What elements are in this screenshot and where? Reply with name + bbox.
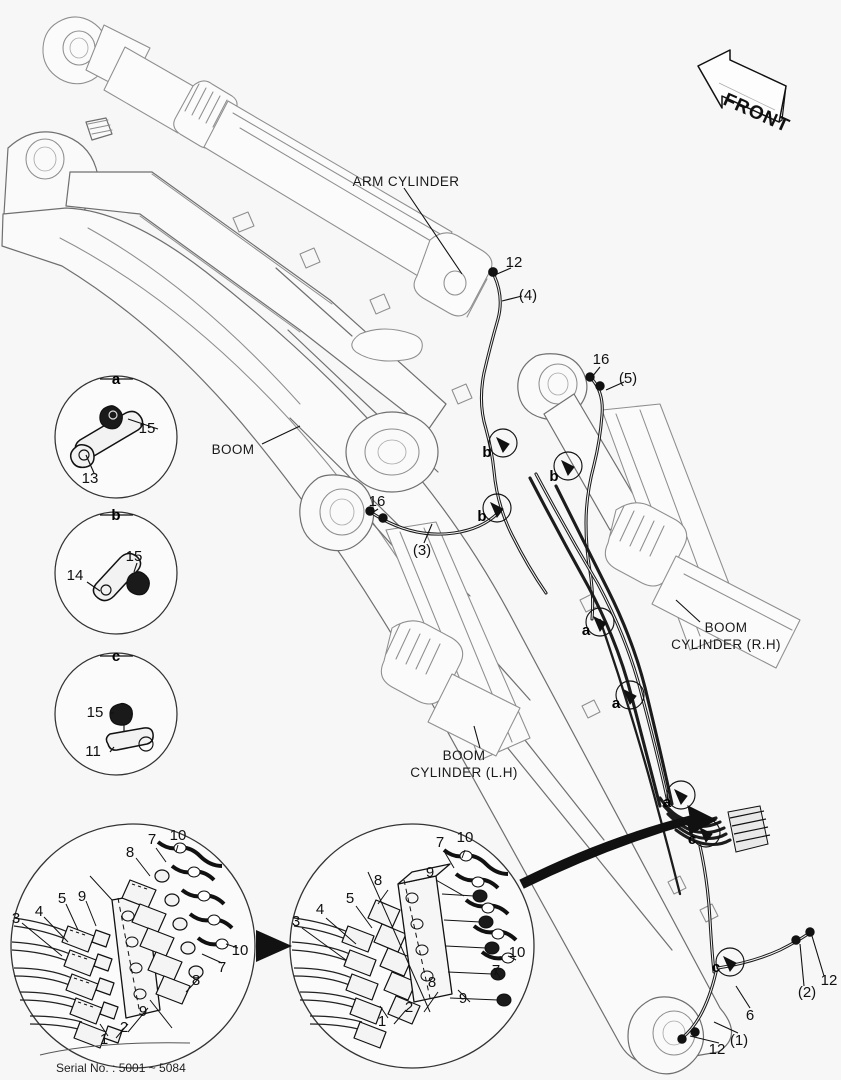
detail-b-part-15: 15 [125, 548, 143, 565]
ml-9-top: 9 [77, 888, 87, 905]
callout-12-arm: 12 [505, 254, 523, 271]
mr-3: 3 [291, 913, 301, 930]
hose-bundle-lower [658, 796, 771, 853]
callout-leaders [261, 187, 825, 1044]
callout-12-bottom-right: 12 [820, 972, 838, 989]
serial-number-note: Serial No. : 5001 ~ 5084 [56, 1061, 186, 1075]
ml-10-bot: 10 [231, 942, 249, 959]
label-boom-cylinder-lh-line1: BOOM [442, 748, 486, 763]
mr-7-bot: 7 [491, 962, 501, 979]
clamp-marker-circles [482, 428, 745, 977]
ml-9-bot: 9 [138, 1003, 148, 1020]
ml-5: 5 [57, 890, 67, 907]
mr-7-top: 7 [435, 834, 445, 851]
detail-a-part-15: 15 [138, 420, 156, 437]
ml-3: 3 [11, 910, 21, 927]
marker-a-1: a [581, 622, 591, 639]
mr-5: 5 [345, 890, 355, 907]
hose-5 [584, 372, 605, 621]
ml-7-bot: 7 [217, 959, 227, 976]
marker-b-1: b [482, 444, 492, 461]
detail-circle-c-graphic [54, 652, 178, 776]
mr-10-bot: 10 [508, 944, 526, 961]
detail-circle-b-graphic [54, 511, 178, 635]
marker-b-2: b [549, 468, 559, 485]
front-arrow-icon: FRONT [697, 49, 793, 137]
detail-letter-c: c [111, 648, 121, 665]
label-boom: BOOM [211, 442, 255, 457]
callout-16-lh: 16 [368, 493, 386, 510]
mr-8-top: 8 [373, 872, 383, 889]
mr-10-top: 10 [456, 829, 474, 846]
label-arm-cylinder: ARM CYLINDER [352, 174, 460, 189]
callout-qty-3: (3) [412, 542, 432, 559]
mr-1: 1 [377, 1013, 387, 1030]
detail-circle-a-graphic [54, 375, 178, 499]
callout-6: 6 [745, 1007, 755, 1024]
ml-8-top: 8 [125, 844, 135, 861]
ml-7-top: 7 [147, 831, 157, 848]
detail-a-part-13: 13 [81, 470, 99, 487]
marker-c-1: c [687, 831, 697, 848]
hose-bundle-main [528, 472, 682, 896]
mr-9-top: 9 [425, 864, 435, 881]
boom-graphic [1, 117, 733, 1075]
mr-8-bot: 8 [427, 974, 437, 991]
callout-16-rh: 16 [592, 351, 610, 368]
boom-pivot-lugs [517, 353, 641, 531]
ml-10-top: 10 [169, 827, 187, 844]
marker-a-2: a [611, 695, 621, 712]
hose-4 [479, 267, 548, 595]
arm-cylinder-graphic [42, 16, 493, 318]
manifold-detail-left-graphic [10, 823, 256, 1069]
between-circles-arrow [256, 930, 292, 962]
hose-lower-run [677, 844, 815, 1044]
callout-12-bottom-left: 12 [708, 1041, 726, 1058]
ml-2: 2 [119, 1019, 129, 1036]
marker-b-3: b [477, 508, 487, 525]
marker-c-2: c [711, 959, 721, 976]
label-boom-cylinder-lh-line2: CYLINDER (L.H) [410, 765, 518, 780]
detail-letter-b: b [111, 507, 121, 524]
manifold-detail-right-graphic [289, 823, 535, 1069]
callout-qty-2: (2) [797, 984, 817, 1001]
marker-a-3: a [662, 794, 672, 811]
detail-b-part-14: 14 [66, 567, 84, 584]
hose-3 [365, 506, 500, 536]
callout-qty-1: (1) [729, 1032, 749, 1049]
detail-pointer-arrow [519, 805, 718, 889]
boom-cylinder-lh-graphic [380, 521, 531, 761]
detail-letter-a: a [111, 371, 121, 388]
mr-4: 4 [315, 901, 325, 918]
label-boom-cylinder-rh-line2: CYLINDER (R.H) [671, 637, 781, 652]
ml-1: 1 [99, 1031, 109, 1048]
label-boom-cylinder-rh-line1: BOOM [704, 620, 748, 635]
mr-2: 2 [404, 999, 414, 1016]
ml-4: 4 [34, 903, 44, 920]
mr-9-bot: 9 [458, 990, 468, 1007]
boom-cylinder-rh-graphic [601, 403, 801, 669]
callout-qty-5: (5) [618, 370, 638, 387]
detail-c-part-15: 15 [86, 704, 104, 721]
detail-c-part-11: 11 [85, 743, 101, 760]
ml-8-bot: 8 [191, 972, 201, 989]
callout-qty-4: (4) [518, 287, 538, 304]
